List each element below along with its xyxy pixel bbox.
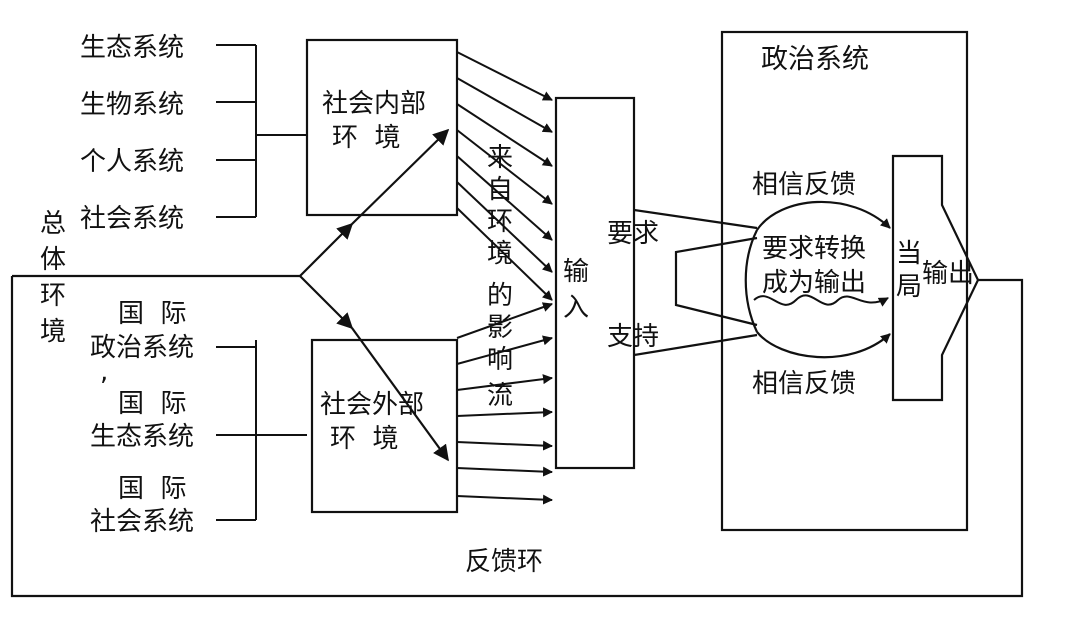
top-systems-bracket: [216, 44, 307, 218]
influence-flow-char-8: 流: [487, 381, 513, 411]
total-env-connectors: [12, 128, 450, 462]
political-system-title: 政治系统: [761, 44, 869, 75]
feedback-top-label: 相信反馈: [752, 170, 856, 200]
influence-flow-char-3: 环: [487, 207, 513, 237]
output-label: 输出: [922, 259, 974, 289]
demand-label: 要求: [607, 219, 659, 249]
internal-env-label-2: 环 境: [332, 123, 401, 153]
support-label: 支持: [607, 322, 659, 352]
conversion-label-1: 要求转换: [762, 234, 866, 264]
conversion-label-2: 成为输出: [762, 268, 866, 298]
authority-box: [891, 154, 980, 402]
intl-social-label-1: 国 际: [118, 474, 187, 504]
total-env-char-4: 境: [40, 317, 66, 347]
internal-env-label-1: 社会内部: [322, 89, 426, 119]
influence-flow-char-2: 自: [487, 175, 513, 205]
external-env-label-2: 环 境: [330, 424, 399, 454]
intl-social-label-2: 社会系统: [90, 507, 194, 537]
input-char-1: 输: [563, 257, 589, 287]
intl-ecology-label-2: 生态系统: [90, 422, 194, 452]
intl-systems-bracket: [216, 340, 307, 521]
intl-politics-label-1: 国 际: [118, 299, 187, 329]
total-env-char-3: 环: [40, 281, 66, 311]
intl-politics-label-2: 政治系统: [90, 333, 194, 363]
influence-flow-char-6: 影: [487, 313, 513, 343]
left-system-label-ecology: 生态系统: [80, 33, 184, 63]
input-box: [554, 96, 636, 470]
feedback-loop-label: 反馈环: [465, 547, 543, 577]
input-to-conversion-lines: [633, 208, 758, 357]
political-system-box: [720, 30, 969, 532]
influence-flow-char-4: 境: [487, 239, 513, 269]
intl-ecology-label-1: 国 际: [118, 389, 187, 419]
feedback-bottom-label: 相信反馈: [752, 369, 856, 399]
total-env-char-1: 总: [40, 209, 66, 239]
influence-flow-char-7: 响: [487, 345, 513, 375]
conversion-lens: [744, 200, 891, 359]
total-env-char-2: 体: [40, 245, 66, 275]
internal-env-box: [305, 38, 459, 217]
authority-char-1: 当: [896, 239, 922, 269]
left-system-label-social: 社会系统: [80, 204, 184, 234]
feedback-loop-line: [10, 276, 1024, 598]
influence-flow-char-5: 的: [487, 281, 513, 311]
input-char-2: 入: [563, 293, 589, 323]
intl-separator-comma: ,: [100, 357, 108, 387]
external-env-box: [310, 338, 459, 514]
influence-flow-char-1: 来: [487, 143, 513, 173]
left-system-label-biology: 生物系统: [80, 90, 184, 120]
influence-flow-arrows: [456, 51, 553, 505]
authority-char-2: 局: [896, 272, 922, 302]
left-system-label-personal: 个人系统: [80, 147, 184, 177]
